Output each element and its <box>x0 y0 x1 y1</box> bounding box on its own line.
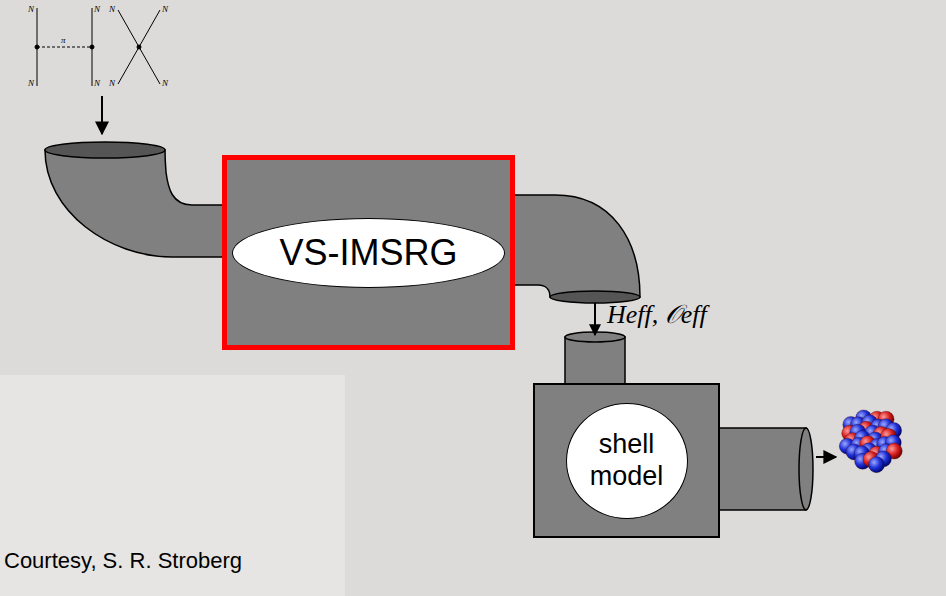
ellipse-label: shell model <box>566 403 688 519</box>
funnel-opening <box>45 142 165 158</box>
edge-label: Heff, 𝒪eff <box>607 300 707 330</box>
particle-label: N <box>28 78 34 88</box>
shell-model-box: shell model <box>533 383 720 538</box>
nucleon-ball <box>868 457 884 473</box>
input-funnel <box>45 150 224 257</box>
imsrg-outlet-pipe <box>513 195 640 297</box>
particle-label: π <box>61 35 66 45</box>
shell-model-unit: shell model <box>533 335 720 538</box>
particle-label: N <box>94 4 100 14</box>
particle-label: N <box>109 78 115 88</box>
shell-outlet-opening <box>799 428 813 510</box>
ellipse-label: VS-IMSRG <box>232 218 505 288</box>
light-panel <box>0 375 345 596</box>
particle-label: N <box>28 4 34 14</box>
shell-inlet-pipe <box>565 337 625 385</box>
process-box: VS-IMSRG <box>222 155 515 350</box>
nucleus-picture <box>839 410 902 473</box>
shell-outlet-pipe <box>718 428 806 510</box>
input-arrow <box>101 96 103 134</box>
particle-label: N <box>162 78 168 88</box>
particle-label: N <box>109 4 115 14</box>
particle-label: N <box>162 4 168 14</box>
particle-label: N <box>94 78 100 88</box>
feynman-pion-exchange <box>35 8 94 86</box>
credit-note: Courtesy, S. R. Stroberg <box>4 548 242 574</box>
feynman-contact <box>118 10 160 84</box>
output-arrow <box>816 456 836 458</box>
